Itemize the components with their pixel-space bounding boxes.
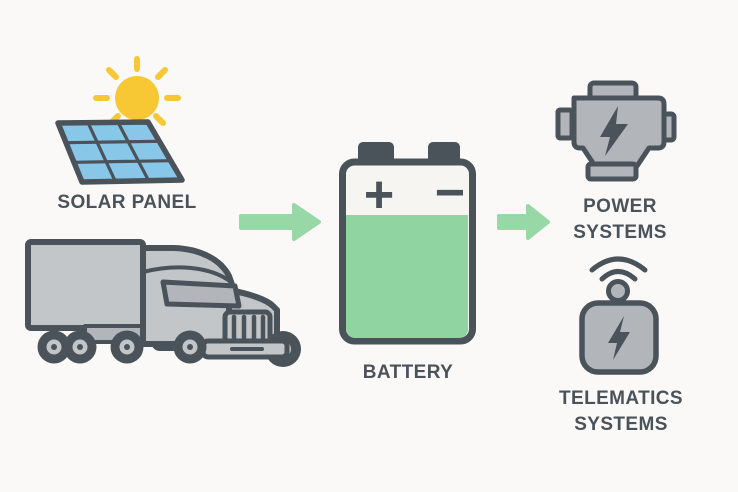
solar-panel-label: SOLAR PANEL bbox=[57, 192, 197, 213]
battery-icon: + − bbox=[339, 142, 476, 345]
telematics-systems-label-line2: SYSTEMS bbox=[574, 414, 668, 435]
arrow-shape bbox=[239, 203, 321, 241]
arrow-shape bbox=[497, 204, 550, 240]
truck-icon bbox=[25, 239, 301, 367]
truck-wheel bbox=[37, 330, 71, 364]
telematics-systems-label-line1: TELEMATICS bbox=[559, 388, 683, 409]
power-systems-label-line2: SYSTEMS bbox=[573, 222, 667, 243]
truck-grille-slats bbox=[231, 314, 266, 341]
arrow-right-icon bbox=[497, 204, 550, 240]
truck-wheel bbox=[63, 330, 97, 364]
battery-plus-symbol: + bbox=[364, 166, 394, 224]
power-systems-label: POWER SYSTEMS bbox=[573, 194, 667, 246]
solar-panel-grid bbox=[64, 120, 173, 183]
antenna-knob bbox=[606, 279, 630, 303]
telematics-device-icon bbox=[579, 256, 659, 375]
solar-panel-surface bbox=[55, 119, 185, 185]
lightning-bolt-icon bbox=[608, 316, 630, 360]
truck-roof-fairing-line bbox=[141, 265, 233, 284]
battery-charge-level bbox=[346, 215, 468, 338]
battery-minus-symbol: − bbox=[435, 164, 465, 222]
truck-window bbox=[160, 279, 242, 309]
truck-trailer bbox=[25, 239, 146, 331]
sun-disc bbox=[115, 76, 159, 120]
wifi-signal-icon bbox=[589, 256, 648, 282]
arrow-right-icon bbox=[239, 203, 321, 241]
engine-base bbox=[585, 161, 639, 182]
engine-left-flange bbox=[555, 107, 575, 141]
truck-bumper-vent bbox=[230, 347, 264, 351]
power-systems-label-line1: POWER bbox=[583, 196, 657, 217]
truck-wheel bbox=[173, 330, 207, 364]
truck-wheels bbox=[37, 330, 207, 364]
truck-wheel bbox=[110, 330, 144, 364]
solar-panel-icon bbox=[55, 119, 185, 185]
engine-icon bbox=[555, 80, 677, 182]
battery-label: BATTERY bbox=[362, 362, 454, 383]
telematics-systems-label: TELEMATICS SYSTEMS bbox=[559, 386, 683, 438]
lightning-bolt-icon bbox=[600, 106, 628, 156]
